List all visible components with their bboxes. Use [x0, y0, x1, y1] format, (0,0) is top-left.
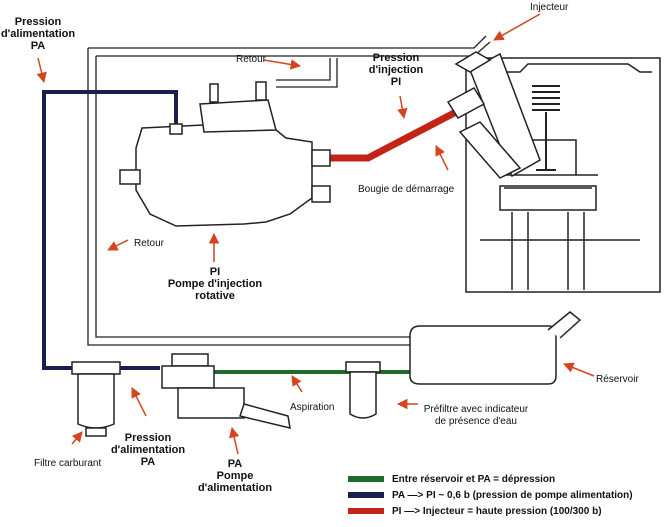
feed-pump [161, 353, 291, 429]
legend-text: PA —> PI ~ 0,6 b (pression de pompe alim… [392, 489, 633, 501]
label-retour-left: Retour [134, 238, 165, 249]
legend-text: PI —> Injecteur = haute pression (100/30… [392, 505, 602, 517]
prefilter [345, 361, 381, 419]
legend-swatch [348, 492, 384, 498]
valve-spring [532, 85, 560, 171]
label-pa-pompe: PA Pompe d'alimentation [197, 458, 273, 494]
label-reservoir: Réservoir [596, 374, 639, 385]
engine-block [465, 57, 661, 293]
callout-arrows [36, 13, 595, 455]
label-bougie: Bougie de démarrage [358, 184, 455, 195]
label-filtre: Filtre carburant [34, 458, 102, 469]
legend-swatch [348, 476, 384, 482]
legend-item-alimentation: PA —> PI ~ 0,6 b (pression de pompe alim… [348, 488, 633, 502]
label-retour-top: Retour [236, 54, 267, 65]
legend-item-haute-pression: PI —> Injecteur = haute pression (100/30… [348, 504, 602, 518]
legend-item-depression: Entre réservoir et PA = dépression [348, 472, 555, 486]
label-aspiration: Aspiration [290, 402, 335, 413]
legend-text: Entre réservoir et PA = dépression [392, 473, 556, 485]
injection-pump [119, 81, 331, 227]
return-lines [87, 35, 491, 346]
label-injecteur: Injecteur [530, 2, 569, 13]
label-pa-top: Pression d'alimentation PA [0, 16, 76, 52]
legend-swatch [348, 508, 384, 514]
label-prefiltre: Préfiltre avec indicateur de présence d'… [423, 404, 529, 427]
label-pa-bottom: Pression d'alimentation PA [110, 432, 186, 468]
label-pression-injection: Pression d'injection PI [368, 52, 424, 88]
injector [446, 51, 541, 178]
reservoir-tank [409, 311, 582, 385]
glow-plug [458, 121, 522, 179]
haute-pression-line [330, 108, 458, 162]
label-pi-pump: PI Pompe d'injection rotative [167, 266, 263, 302]
fuel-filter [71, 361, 121, 437]
